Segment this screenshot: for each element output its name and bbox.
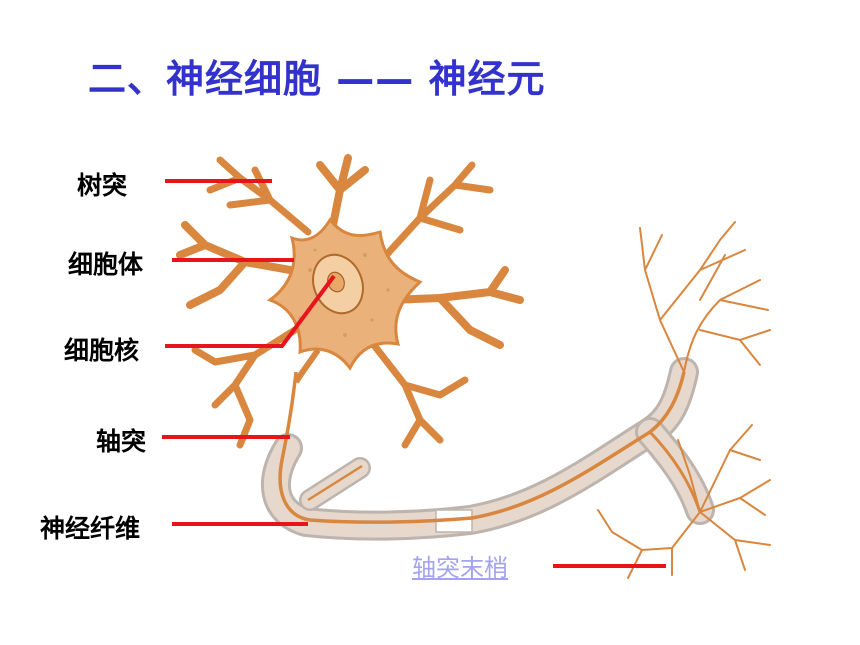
nerve-fiber-sheath <box>260 357 715 541</box>
label-cell-body: 细胞体 <box>68 250 144 279</box>
label-axon: 轴突 <box>96 427 147 456</box>
axon-core <box>278 371 686 524</box>
axon-collateral <box>307 464 363 502</box>
cell-body-group <box>176 154 524 449</box>
axon-hillock <box>293 348 321 384</box>
pointer-nucleus <box>165 274 336 348</box>
label-dendrite: 树突 <box>77 171 128 200</box>
label-nucleus: 细胞核 <box>64 336 140 365</box>
label-nerve-fiber: 神经纤维 <box>40 514 141 543</box>
page-title: 二、神经细胞 —— 神经元 <box>88 57 546 101</box>
pointer-lines <box>162 179 666 568</box>
axon-terminal-upper <box>639 221 771 373</box>
label-axon-terminal-link[interactable]: 轴突末梢 <box>412 554 508 582</box>
